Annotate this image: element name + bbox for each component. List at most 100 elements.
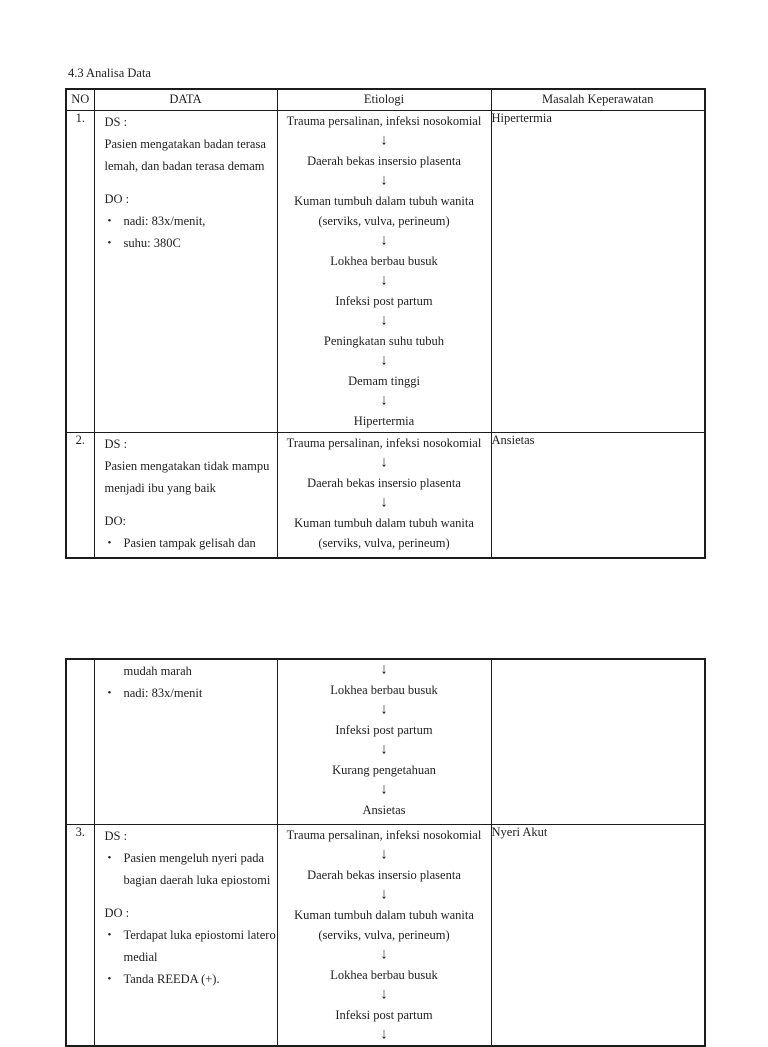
etiologi-step: Lokhea berbau busuk [330,967,438,982]
down-arrow-icon: ↓ [380,172,388,189]
table-body-page2: mudah marah•nadi: 83x/menit↓Lokhea berba… [65,658,706,1046]
data-line-text: menjadi ibu yang baik [104,481,216,495]
etiologi-step: Daerah bekas insersio plasenta [307,476,461,490]
data-line-text: DO: [104,514,127,528]
down-arrow-icon: ↓ [380,272,388,289]
data-line: DS : [95,825,276,847]
masalah-keperawatan-cell [490,658,706,825]
etiologi-step: Demam tinggi [348,374,420,388]
etiologi-cell: Trauma persalinan, infeksi nosokomial ↓ Da… [276,432,492,558]
analisa-data-table-page1: NO DATA Etiologi Masalah Keperawatan 1.D… [65,88,706,559]
etiologi-step: Lokhea berbau busuk [330,254,438,268]
data-line: DO : [95,902,276,924]
down-arrow-icon: ↓ [380,741,388,758]
data-line-text: suhu: 380C [123,236,181,250]
data-line: lemah, dan badan terasa demam [95,155,276,177]
data-line: • Terdapat luka epiostomi latero [95,924,276,946]
etiologi-cell: ↓Lokhea berbau busuk↓Infeksi post partum… [276,658,492,825]
down-arrow-icon: ↓ [380,781,388,798]
data-line-text: nadi: 83x/menit [123,686,203,700]
data-line-text: lemah, dan badan terasa demam [104,159,265,173]
data-line: mudah marah [95,660,276,682]
down-arrow-icon: ↓ [380,232,388,249]
data-line-text: DO : [104,192,130,206]
data-line: Pasien mengatakan badan terasa [95,133,276,155]
data-line: • Tanda REEDA (+). [95,968,276,990]
etiologi-step: Infeksi post partum [335,294,433,308]
table-row: 1. DS : Pasien mengatakan badan terasa lema… [65,110,706,433]
etiologi-step: Kurang pengetahuan [332,763,436,777]
etiologi-step: (serviks, vulva, perineum) [318,214,450,228]
masalah-keperawatan-cell: Ansietas [490,432,706,558]
down-arrow-icon: ↓ [380,945,388,963]
data-line-text: Tanda REEDA (+). [123,971,220,986]
data-line: •nadi: 83x/menit [95,682,276,704]
data-line-text: Pasien tampak gelisah dan [123,536,256,550]
bullet-icon: • [107,237,112,249]
down-arrow-icon: ↓ [380,392,388,409]
header-cell-etiologi: Etiologi [276,88,492,111]
data-line: •Pasien tampak gelisah dan [95,532,276,554]
data-line-text: DO : [104,905,130,920]
data-line-text: nadi: 83x/menit, [123,214,206,228]
data-line-text: DS : [104,437,128,451]
data-cell: mudah marah •nadi: 83x/menit [93,658,278,825]
header-cell-masalah-keperawatan: Masalah Keperawatan [490,88,706,111]
etiologi-step: Infeksi post partum [335,1007,433,1022]
data-line-text: bagian daerah luka epiostomi [123,872,271,887]
etiologi-step: Kuman tumbuh dalam tubuh wanita [294,194,474,208]
etiologi-step: Daerah bekas insersio plasenta [307,867,461,882]
analisa-data-table-page2: mudah marah•nadi: 83x/menit↓Lokhea berba… [65,658,706,1047]
bullet-icon: • [107,851,112,864]
data-line-text: mudah marah [123,664,192,678]
header-cell-no: NO [65,88,95,111]
down-arrow-icon: ↓ [380,454,388,471]
etiologi-step: Lokhea berbau busuk [330,683,438,697]
masalah-keperawatan-cell: Nyeri Akut [490,823,706,1046]
etiologi-step: Trauma persalinan, infeksi nosokomial [286,827,482,842]
data-line-text: Pasien mengatakan badan terasa [104,137,266,151]
etiologi-step: Kuman tumbuh dalam tubuh wanita [294,907,474,922]
row-number-cell: 1. [65,110,95,433]
data-line: • suhu: 380C [95,232,276,254]
masalah-keperawatan-cell: Hipertermia [490,110,706,433]
data-line-text: DS : [104,115,128,129]
etiologi-step: Trauma persalinan, infeksi nosokomial [286,436,482,450]
down-arrow-icon: ↓ [380,985,388,1003]
down-arrow-icon: ↓ [380,1025,388,1043]
etiologi-step: Daerah bekas insersio plasenta [307,154,461,168]
data-line: DS : [95,434,276,456]
table-row: mudah marah •nadi: 83x/menit ↓ Lokhea berba… [65,658,706,825]
data-line-text: Terdapat luka epiostomi latero [123,927,276,942]
bullet-icon: • [107,972,112,985]
down-arrow-icon: ↓ [380,701,388,718]
data-line-text: Pasien mengeluh nyeri pada [123,850,265,865]
data-line: • Pasien mengeluh nyeri pada [95,847,276,869]
data-line: Pasien mengatakan tidak mampu [95,455,276,477]
etiologi-step: Peningkatan suhu tubuh [323,334,445,348]
data-line: medial [95,946,276,968]
etiologi-cell: Trauma persalinan, infeksi nosokomial ↓ Da… [276,823,492,1046]
data-line: DO : [95,188,276,210]
blank-line [95,891,276,902]
data-line: menjadi ibu yang baik [95,477,276,499]
row-number-cell: 3. [65,823,95,1046]
bullet-icon: • [107,928,112,941]
row-number-cell [65,658,95,825]
data-line-text: Pasien mengatakan tidak mampu [104,459,270,473]
data-cell: DS : • Pasien mengeluh nyeri pada bagian da… [93,823,278,1046]
etiologi-step: Kuman tumbuh dalam tubuh wanita [294,516,474,530]
section-title: 4.3 Analisa Data [68,66,151,80]
etiologi-step: Ansietas [362,803,406,817]
down-arrow-icon: ↓ [380,132,388,149]
data-line: bagian daerah luka epiostomi [95,869,276,891]
etiologi-step: Trauma persalinan, infeksi nosokomial [286,114,482,128]
table-body-page1: 1. DS : Pasien mengatakan badan terasa lema… [65,110,706,558]
data-line: DS : [95,112,276,134]
down-arrow-icon: ↓ [380,352,388,369]
down-arrow-icon: ↓ [380,312,388,329]
etiologi-step: (serviks, vulva, perineum) [318,927,450,942]
data-line: •nadi: 83x/menit, [95,210,276,232]
data-line-text: medial [123,949,158,964]
